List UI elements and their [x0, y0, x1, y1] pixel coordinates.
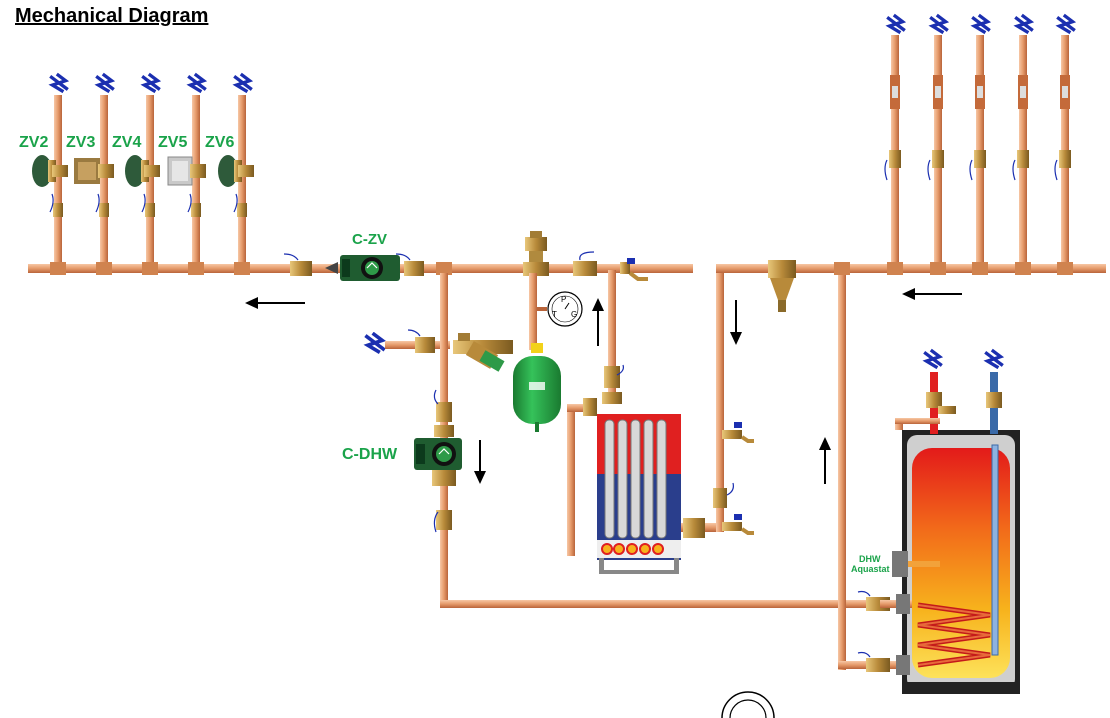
- dhw-aquastat-icon: [892, 551, 940, 577]
- zone-valve-labels: ZV2 ZV3 ZV4 ZV5 ZV6: [19, 134, 234, 151]
- zone-valve-actuators: [32, 155, 254, 187]
- zv5-actuator-icon: [167, 156, 206, 186]
- aquastat-label-line2: Aquastat: [851, 564, 890, 574]
- dhw-coil-supply-pipe: [440, 600, 880, 608]
- cdhw-upper-valve: [433, 389, 454, 437]
- flow-arrow-left-right-icon: [902, 288, 962, 300]
- aquastat-label-line1: DHW: [859, 554, 881, 564]
- dhw-branch-tee: [436, 262, 452, 275]
- cdhw-label: C-DHW: [342, 446, 398, 463]
- flow-arrow-down-dhw-icon: [474, 440, 486, 484]
- right-zone-valves: [884, 150, 1071, 181]
- air-separator-icon: [523, 231, 549, 276]
- boiler-relief-pipe: [567, 398, 597, 556]
- flow-arrow-up-boiler-icon: [592, 298, 604, 346]
- right-zone-flow-meters: [890, 75, 1070, 109]
- czv-label: C-ZV: [352, 231, 387, 248]
- flow-arrow-down-return-icon: [730, 300, 742, 345]
- dhw-tank-break-marks: [922, 348, 1005, 370]
- return-drain-valves: [713, 422, 754, 535]
- flow-arrow-up-dhw-icon: [819, 437, 831, 484]
- pressure-temperature-gauge-icon: P T G: [537, 291, 583, 327]
- backflow-preventer-icon: [453, 333, 513, 372]
- boiler-supply-riser: [608, 270, 616, 400]
- diagram-title: Mechanical Diagram: [15, 5, 209, 27]
- partial-circle-symbol-icon: [721, 691, 775, 718]
- gauge-t-label: T: [552, 310, 557, 319]
- expansion-tank-icon: [513, 343, 561, 432]
- zv4-label: ZV4: [112, 134, 141, 151]
- zv2-label: ZV2: [19, 134, 48, 151]
- cdhw-circulator-icon: [414, 438, 462, 486]
- boiler-supply-valve: [602, 364, 624, 404]
- boiler-return-pipe: [681, 264, 1106, 538]
- boiler-icon: [597, 414, 681, 574]
- zv3-label: ZV3: [66, 134, 95, 151]
- zone-isolation-valves: [49, 193, 247, 217]
- cdhw-lower-valve: [433, 510, 452, 533]
- dhw-coil-return-riser: [838, 270, 846, 670]
- supply-isolation-valve: [573, 251, 597, 276]
- zv3-actuator-icon: [74, 158, 114, 184]
- flow-arrow-left-icon: [245, 297, 305, 309]
- expansion-tank-pipe: [529, 273, 537, 350]
- zone-break-marks: [48, 72, 254, 94]
- zv6-label: ZV6: [205, 134, 234, 151]
- czv-outlet-valve: [395, 253, 424, 276]
- gauge-g-label: G: [571, 310, 577, 319]
- dhw-tank-top-fittings: [895, 372, 1002, 434]
- drain-valve-top: [620, 258, 648, 281]
- dhw-coil-connections: [838, 590, 912, 675]
- zv5-label: ZV5: [158, 134, 187, 151]
- right-zone-break-marks: [885, 13, 1077, 35]
- header-tees: [50, 262, 250, 275]
- czv-circulator-icon: [340, 255, 400, 281]
- dhw-tank-icon: [902, 430, 1020, 694]
- czv-isolation-valve: [283, 253, 338, 276]
- zv2-actuator-icon: [32, 155, 68, 187]
- zv6-actuator-icon: [218, 155, 254, 187]
- zv4-actuator-icon: [125, 155, 160, 187]
- fill-valve-icon: [407, 329, 435, 353]
- gauge-p-label: P: [561, 295, 566, 304]
- cold-fill-break-icon: [363, 332, 387, 355]
- dirt-separator-icon: [768, 260, 796, 312]
